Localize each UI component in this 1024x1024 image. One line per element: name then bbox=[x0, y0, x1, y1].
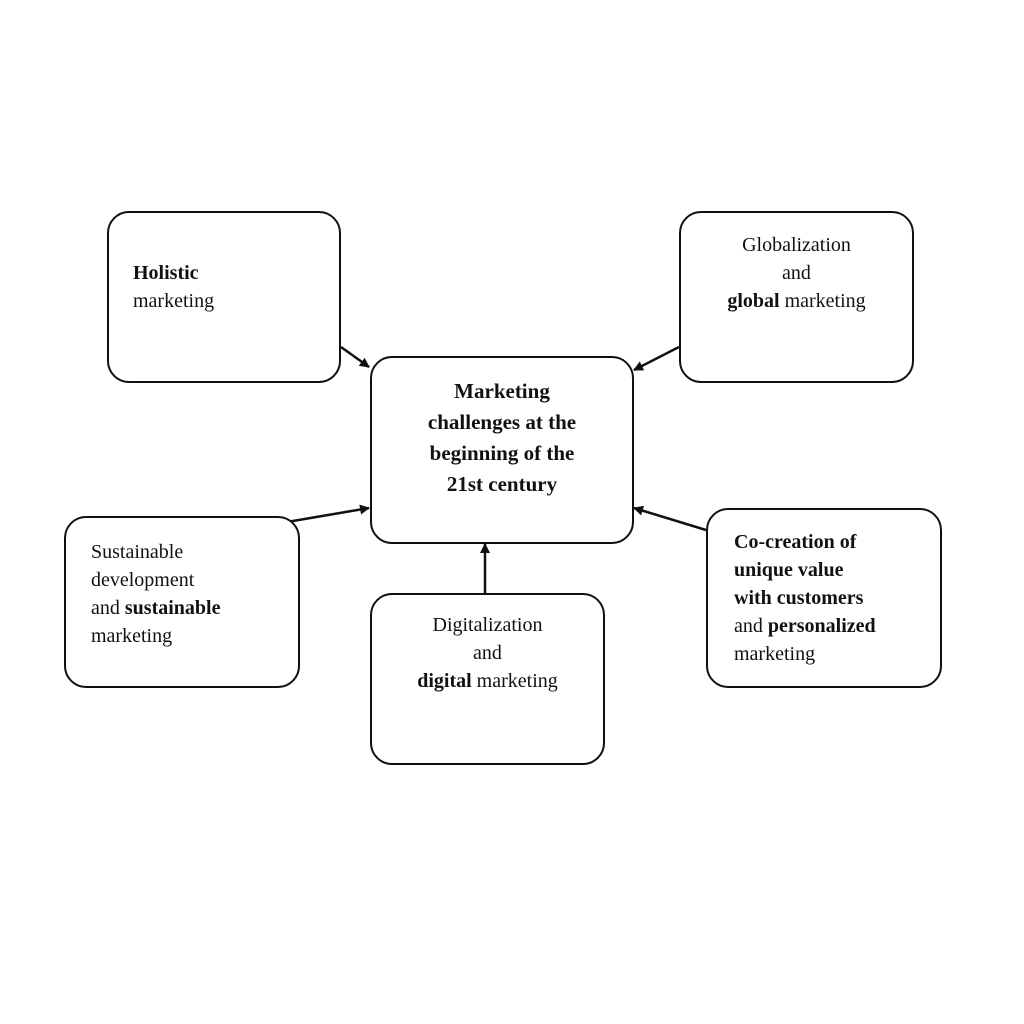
cocreate-bold1: Co-creation of bbox=[734, 531, 857, 553]
cocreate-bold4: personalized bbox=[767, 615, 876, 637]
global-marketing-box: Globalization and global marketing bbox=[679, 211, 914, 383]
center-line: beginning of the bbox=[429, 441, 575, 465]
digital-line1: Digitalization bbox=[432, 614, 543, 636]
sustain-line4: marketing bbox=[91, 625, 173, 647]
arrow-holistic bbox=[340, 345, 370, 369]
holistic-marketing-box: Holistic marketing bbox=[107, 211, 341, 383]
holistic-text: marketing bbox=[133, 290, 215, 312]
arrow-global bbox=[633, 345, 680, 372]
sustainable-marketing-box: Sustainable development and sustainable … bbox=[64, 516, 300, 688]
digital-line2: and bbox=[473, 642, 502, 664]
global-bold: global bbox=[727, 290, 780, 312]
center-line: 21st century bbox=[446, 472, 558, 496]
sustain-bold: sustainable bbox=[124, 597, 221, 619]
cocreation-marketing-box: Co-creation of unique value with custome… bbox=[706, 508, 942, 688]
sustain-line2: development bbox=[91, 569, 195, 591]
center-line: challenges at the bbox=[427, 410, 577, 434]
digital-bold: digital bbox=[417, 670, 472, 692]
sustain-line1: Sustainable bbox=[91, 541, 184, 563]
arrow-sustain bbox=[286, 504, 370, 524]
digital-rest: marketing bbox=[471, 670, 558, 692]
global-line2: and bbox=[782, 262, 811, 284]
center-line: Marketing bbox=[454, 379, 550, 403]
digital-marketing-box: Digitalization and digital marketing bbox=[370, 593, 605, 765]
central-topic-box: Marketing challenges at the beginning of… bbox=[370, 356, 634, 544]
holistic-bold: Holistic bbox=[133, 262, 199, 284]
global-line1: Globalization bbox=[742, 234, 851, 256]
global-rest: marketing bbox=[779, 290, 866, 312]
arrow-cocreate bbox=[633, 505, 707, 532]
cocreate-bold3: with customers bbox=[734, 587, 864, 609]
cocreate-pre: and bbox=[734, 615, 768, 637]
cocreate-bold2: unique value bbox=[734, 559, 844, 581]
cocreate-line5: marketing bbox=[734, 643, 816, 665]
sustain-pre: and bbox=[91, 597, 125, 619]
